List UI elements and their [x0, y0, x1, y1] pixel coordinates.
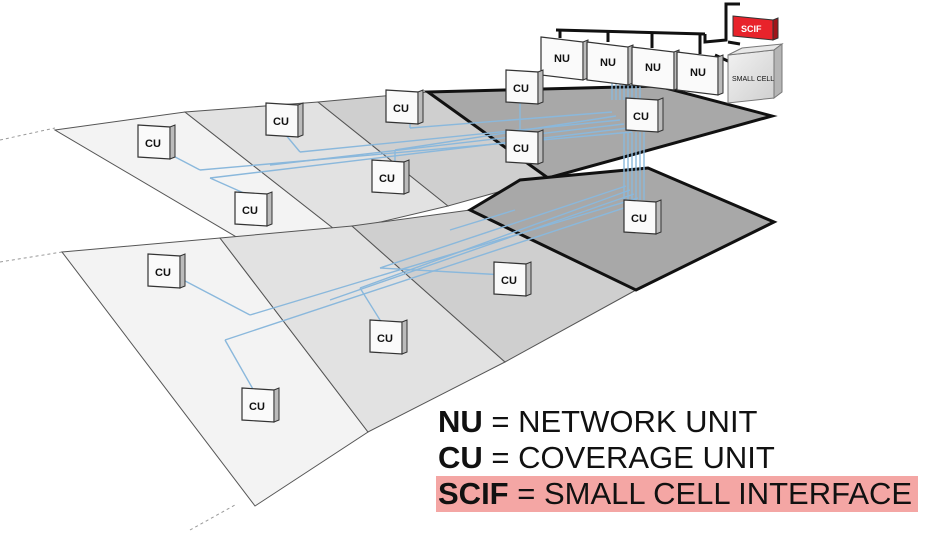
- network-unit-2: NU: [586, 41, 634, 86]
- lower-floor-zone-4: [466, 166, 778, 292]
- legend: NU = NETWORK UNIT CU = COVERAGE UNIT SCI…: [436, 404, 919, 512]
- legend-text-nu: = NETWORK UNIT: [491, 404, 758, 439]
- coverage-unit-top-5: CU: [625, 97, 664, 133]
- coverage-unit-label: CU: [393, 103, 409, 115]
- network-unit-4: NU: [676, 51, 724, 96]
- coverage-unit-label: CU: [513, 83, 529, 95]
- network-units: NU NU NU NU: [540, 36, 724, 96]
- legend-abbr-cu: CU: [438, 440, 483, 475]
- small-cell-label: SMALL CELL: [732, 76, 774, 83]
- scif-unit: SCIF: [732, 15, 779, 41]
- legend-abbr-scif: SCIF: [438, 476, 509, 511]
- coverage-unit-top-1: CU: [505, 69, 544, 105]
- coverage-unit-top-4: CU: [137, 124, 176, 160]
- coverage-unit-label: CU: [249, 401, 265, 413]
- coverage-unit-low-4: CU: [369, 319, 408, 355]
- coverage-unit-label: CU: [501, 275, 517, 287]
- network-unit-label: NU: [600, 57, 616, 69]
- coverage-unit-top-2: CU: [385, 89, 424, 125]
- network-unit-label: NU: [554, 53, 570, 65]
- network-unit-label: NU: [645, 62, 661, 74]
- coverage-unit-top-7: CU: [371, 159, 410, 195]
- coverage-unit-label: CU: [273, 116, 289, 128]
- legend-row-scif: SCIF = SMALL CELL INTERFACE: [436, 476, 919, 512]
- network-unit-1: NU: [540, 36, 589, 81]
- coverage-unit-label: CU: [513, 143, 529, 155]
- coverage-unit-label: CU: [377, 333, 393, 345]
- coverage-unit-low-1: CU: [623, 199, 662, 235]
- network-unit-3: NU: [631, 46, 680, 91]
- legend-text-cu: = COVERAGE UNIT: [491, 440, 775, 475]
- coverage-units: CU CU CU CU CU CU CU: [137, 69, 664, 423]
- coverage-unit-low-5: CU: [241, 387, 280, 423]
- coverage-unit-label: CU: [631, 213, 647, 225]
- coverage-unit-low-2: CU: [493, 261, 532, 297]
- coverage-unit-label: CU: [633, 111, 649, 123]
- guide-lines: [0, 127, 236, 531]
- legend-row-cu: CU = COVERAGE UNIT: [438, 440, 918, 476]
- coverage-unit-top-8: CU: [234, 191, 273, 227]
- coverage-unit-label: CU: [145, 138, 161, 150]
- coverage-unit-label: CU: [155, 267, 171, 279]
- coverage-unit-label: CU: [379, 173, 395, 185]
- legend-row-nu: NU = NETWORK UNIT: [438, 404, 918, 440]
- coverage-unit-low-3: CU: [147, 253, 186, 289]
- network-unit-label: NU: [690, 67, 706, 79]
- legend-text-scif: = SMALL CELL INTERFACE: [517, 476, 913, 511]
- coverage-unit-top-6: CU: [505, 129, 544, 165]
- coverage-unit-top-3: CU: [265, 102, 304, 138]
- legend-abbr-nu: NU: [438, 404, 483, 439]
- coverage-unit-label: CU: [242, 205, 258, 217]
- small-cell: SMALL CELL: [727, 43, 784, 104]
- scif-label: SCIF: [741, 24, 762, 34]
